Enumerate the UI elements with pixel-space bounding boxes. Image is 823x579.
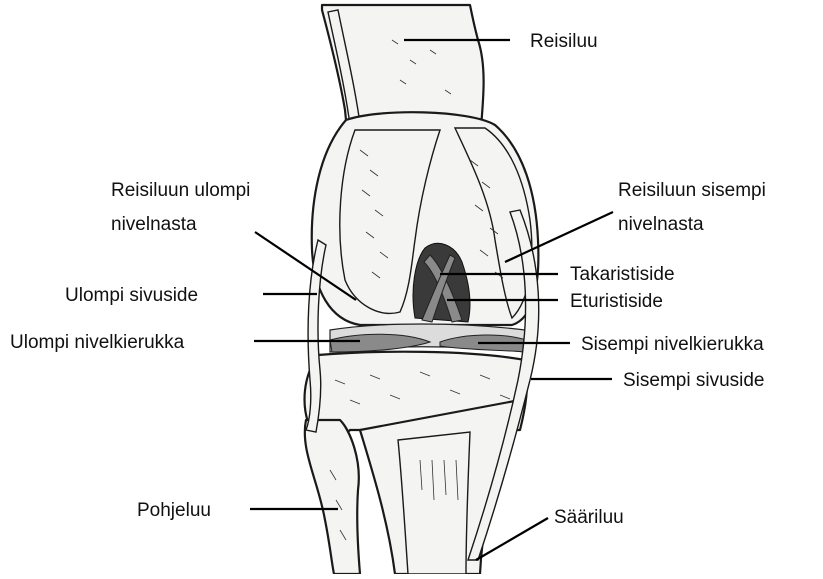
label-ulompi-nivelkierukka: Ulompi nivelkierukka <box>10 332 185 353</box>
label-reisiluu: Reisiluu <box>530 31 598 52</box>
patellar-tendon <box>398 432 470 574</box>
label-eturistiside: Eturistiside <box>570 291 663 312</box>
label-reisiluun-sisempi-nivelnasta-line2: nivelnasta <box>618 214 704 235</box>
label-pohjeluu: Pohjeluu <box>137 500 211 521</box>
label-sisempi-nivelkierukka: Sisempi nivelkierukka <box>581 334 764 355</box>
label-sisempi-sivuside: Sisempi sivuside <box>623 370 765 391</box>
label-ulompi-sivuside: Ulompi sivuside <box>65 285 198 306</box>
label-takaristiside: Takaristiside <box>570 264 675 285</box>
label-reisiluun-ulompi-nivelnasta-line1: Reisiluun ulompi <box>111 180 250 201</box>
label-reisiluun-sisempi-nivelnasta-line1: Reisiluun sisempi <box>618 180 766 201</box>
fibula <box>305 420 360 574</box>
label-sääriluu: Sääriluu <box>554 507 624 528</box>
label-reisiluun-ulompi-nivelnasta-line2: nivelnasta <box>111 214 197 235</box>
